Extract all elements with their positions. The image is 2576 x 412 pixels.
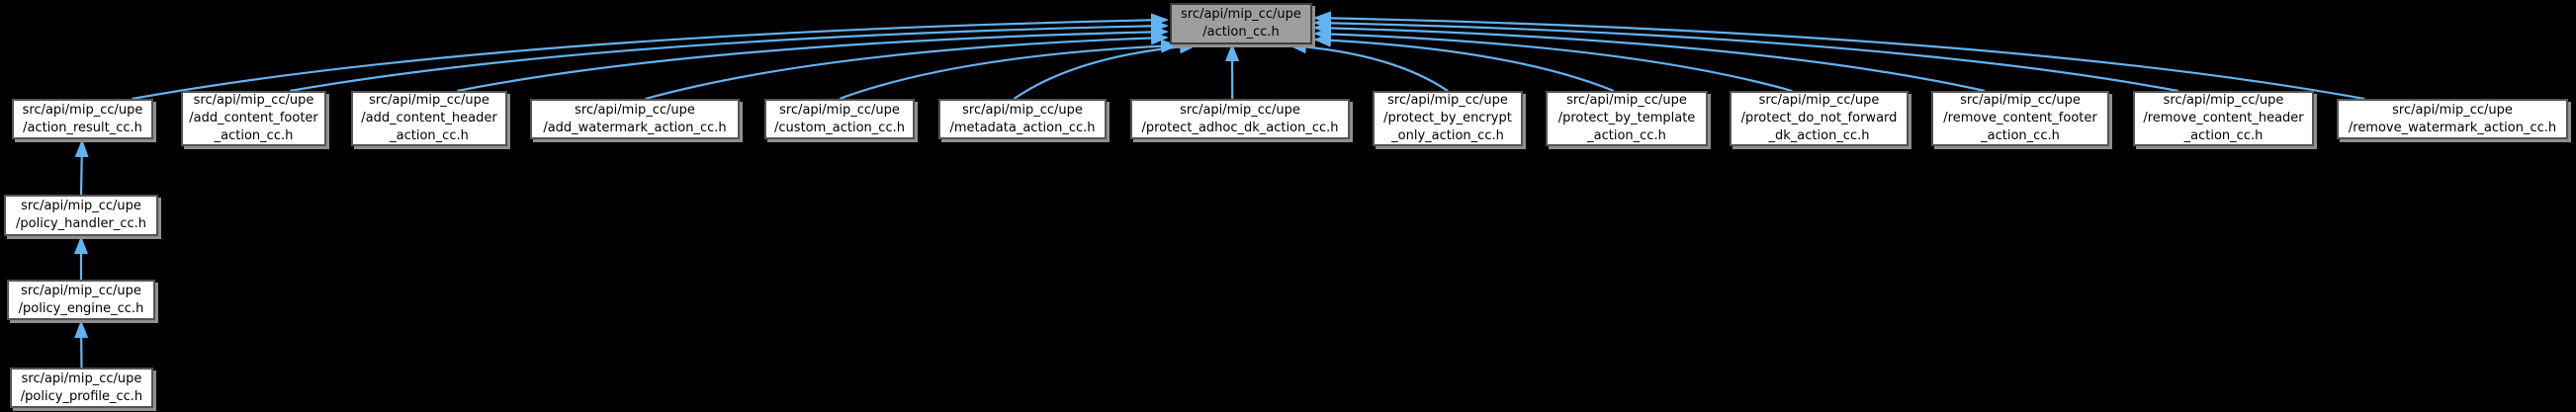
node-label-line: /remove_content_header [2143, 111, 2304, 125]
node-label-line: /policy_engine_cc.h [18, 300, 144, 316]
node-label-line: src/api/mip_cc/upe [575, 102, 695, 118]
node-label-line: src/api/mip_cc/upe [2163, 93, 2284, 108]
graph-node-protect_by_encrypt_only[interactable]: src/api/mip_cc/upe/protect_by_encrypt _on… [1373, 91, 1523, 146]
node-label-line: src/api/mip_cc/upe [193, 93, 314, 108]
dependency-arrow-protect_by_template-to-action_cc [1313, 33, 1615, 93]
node-label-line: src/api/mip_cc/upe [1181, 7, 1301, 22]
node-label-line: /add_content_footer [189, 111, 318, 125]
dependency-arrow-protect_do_not_forward_dk-to-action_cc [1313, 27, 1793, 93]
node-label-line: src/api/mip_cc/upe [21, 199, 141, 213]
node-label-line: /protect_by_template [1557, 111, 1696, 125]
graph-node-add_content_footer[interactable]: src/api/mip_cc/upe/add_content_footer _ac… [181, 91, 326, 146]
graph-node-policy_profile[interactable]: src/api/mip_cc/upe/policy_profile_cc.h [10, 368, 153, 408]
node-label-line: /add_content_header [361, 111, 497, 125]
graph-node-add_watermark[interactable]: src/api/mip_cc/upe/add_watermark_action_… [530, 99, 740, 139]
node-label-line: src/api/mip_cc/upe [2392, 102, 2513, 118]
dependency-arrow-add_content_header-to-action_cc [457, 25, 1169, 93]
node-label-line: /protect_by_encrypt [1383, 111, 1512, 125]
dependency-arrow-remove_watermark-to-action_cc [1313, 11, 2365, 101]
graph-node-remove_content_header[interactable]: src/api/mip_cc/upe/remove_content_header… [2133, 91, 2314, 146]
node-label-line: /action_result_cc.h [23, 120, 142, 135]
node-label-line: src/api/mip_cc/upe [1387, 93, 1508, 108]
node-label-line: _action_cc.h [1587, 128, 1666, 143]
node-label-line: _action_cc.h [390, 128, 469, 143]
node-label-line: src/api/mip_cc/upe [1180, 102, 1300, 118]
dependency-arrow-metadata-to-action_cc [1013, 40, 1198, 100]
dependency-arrow-add_watermark-to-action_cc [645, 31, 1169, 101]
node-label-line: /protect_do_not_forward [1740, 111, 1898, 125]
dependency-arrow-action_result-to-action_cc [132, 13, 1169, 101]
dependency-arrow-custom-to-action_cc [839, 39, 1179, 101]
node-label-line: /policy_handler_cc.h [16, 216, 146, 231]
node-label-line: src/api/mip_cc/upe [369, 93, 489, 108]
node-label-line: _action_cc.h [1981, 128, 2060, 143]
node-label-line: /remove_content_footer [1943, 111, 2097, 125]
node-label-line: /policy_profile_cc.h [20, 388, 143, 404]
node-label-line: src/api/mip_cc/upe [22, 102, 143, 118]
graph-node-action_cc[interactable]: src/api/mip_cc/upe/action_cc.h [1170, 3, 1312, 44]
node-label-line: src/api/mip_cc/upe [1758, 93, 1880, 108]
dependency-arrow-protect_by_encrypt_only-to-action_cc [1288, 40, 1449, 92]
node-label-line: _dk_action_cc.h [1768, 128, 1870, 143]
graph-node-custom[interactable]: src/api/mip_cc/upe/custom_action_cc.h [764, 99, 915, 139]
node-label-line: /action_cc.h [1202, 25, 1280, 40]
dependency-arrow-add_content_footer-to-action_cc [290, 19, 1169, 93]
graph-node-policy_engine[interactable]: src/api/mip_cc/upe/policy_engine_cc.h [7, 280, 155, 320]
node-label-line: _only_action_cc.h [1391, 128, 1504, 143]
node-label-line: /custom_action_cc.h [774, 120, 905, 135]
graph-node-protect_do_not_forward_dk[interactable]: src/api/mip_cc/upe/protect_do_not_forwar… [1730, 91, 1909, 146]
dependency-arrow-remove_content_header-to-action_cc [1313, 16, 2178, 93]
node-label-line: _action_cc.h [2183, 128, 2264, 143]
node-label-line: /protect_adhoc_dk_action_cc.h [1141, 120, 1339, 135]
dependency-arrow-remove_content_footer-to-action_cc [1313, 21, 1986, 93]
graph-node-remove_watermark[interactable]: src/api/mip_cc/upe/remove_watermark_acti… [2337, 99, 2568, 139]
dependency-arrow-policy_profile-to-policy_engine [74, 320, 89, 369]
graph-node-protect_adhoc_dk[interactable]: src/api/mip_cc/upe/protect_adhoc_dk_acti… [1130, 99, 1350, 139]
graph-node-protect_by_template[interactable]: src/api/mip_cc/upe/protect_by_template _a… [1546, 91, 1708, 146]
node-label-line: src/api/mip_cc/upe [1960, 93, 2081, 108]
node-label-line: /add_watermark_action_cc.h [543, 120, 727, 135]
graph-node-metadata[interactable]: src/api/mip_cc/upe/metadata_action_cc.h [938, 99, 1107, 139]
node-label-line: src/api/mip_cc/upe [962, 102, 1083, 118]
dependency-arrow-policy_handler-to-action_result [74, 139, 89, 196]
node-label-line: _action_cc.h [214, 128, 294, 143]
graph-node-policy_handler[interactable]: src/api/mip_cc/upe/policy_handler_cc.h [4, 195, 158, 236]
node-label-line: src/api/mip_cc/upe [21, 283, 141, 298]
graph-node-remove_content_footer[interactable]: src/api/mip_cc/upe/remove_content_footer… [1931, 91, 2109, 146]
graph-node-add_content_header[interactable]: src/api/mip_cc/upe/add_content_header _ac… [351, 91, 507, 146]
graph-node-action_result[interactable]: src/api/mip_cc/upe/action_result_cc.h [12, 99, 153, 139]
node-label-line: /remove_watermark_action_cc.h [2348, 120, 2557, 135]
node-label-line: src/api/mip_cc/upe [21, 371, 142, 386]
node-label-line: /metadata_action_cc.h [949, 120, 1096, 135]
node-label-line: src/api/mip_cc/upe [1566, 93, 1687, 108]
node-label-line: src/api/mip_cc/upe [779, 102, 900, 118]
